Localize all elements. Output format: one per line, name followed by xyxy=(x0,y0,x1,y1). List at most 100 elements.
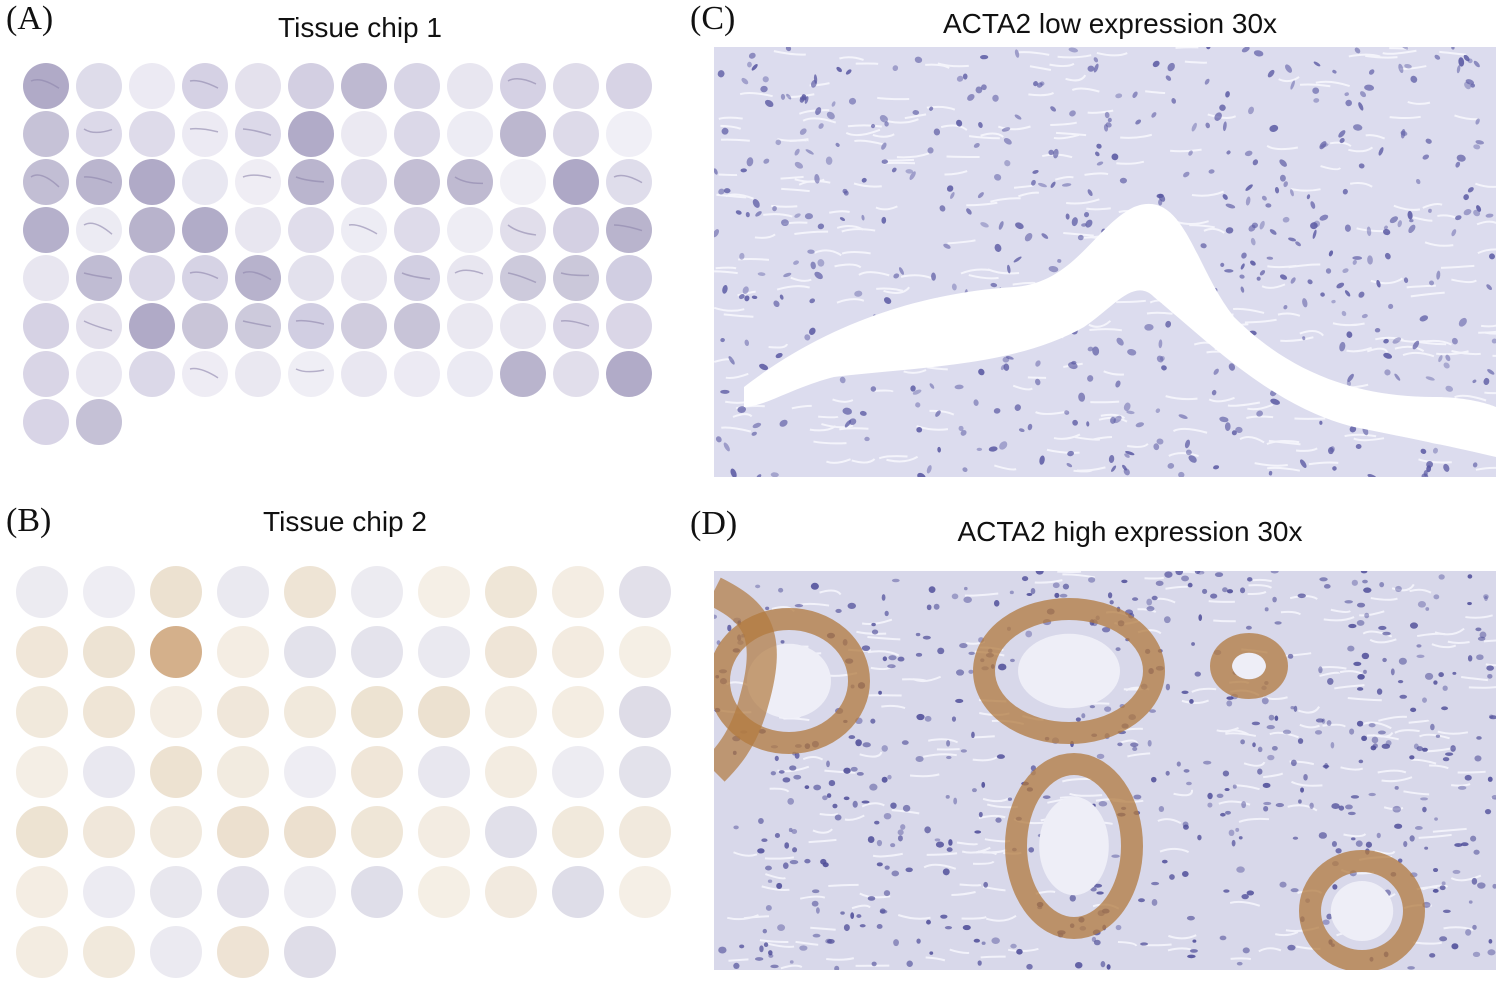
fiber xyxy=(858,271,890,277)
cell-nucleus xyxy=(869,783,878,791)
cell-nucleus xyxy=(810,261,816,270)
cell-nucleus xyxy=(1239,587,1246,594)
fiber xyxy=(1269,731,1299,739)
cell-nucleus xyxy=(1207,802,1213,808)
fiber xyxy=(1268,439,1301,446)
fiber xyxy=(718,173,738,177)
cell-nucleus xyxy=(721,127,729,135)
cell-nucleus xyxy=(1103,124,1109,132)
cell-nucleus xyxy=(733,962,740,970)
vessel-lumen xyxy=(1018,633,1120,709)
tissue-core xyxy=(500,159,546,205)
cell-nucleus xyxy=(893,939,899,947)
cell-nucleus xyxy=(1202,588,1208,594)
cell-nucleus xyxy=(1356,720,1364,727)
cell-nucleus xyxy=(1492,883,1496,889)
tissue-core xyxy=(552,626,604,678)
cell-nucleus xyxy=(728,356,735,365)
fiber xyxy=(1173,789,1194,797)
fiber xyxy=(1375,336,1404,341)
fiber xyxy=(791,404,812,410)
fiber xyxy=(1340,766,1364,771)
fiber xyxy=(1381,776,1413,783)
cell-nucleus xyxy=(1069,110,1076,117)
fiber xyxy=(1421,339,1452,346)
tissue-core xyxy=(553,255,599,301)
cell-nucleus xyxy=(926,919,931,925)
cell-nucleus xyxy=(1266,725,1275,730)
cell-nucleus xyxy=(1350,795,1360,799)
cell-nucleus xyxy=(1338,130,1346,138)
cell-nucleus xyxy=(759,945,764,953)
cell-nucleus xyxy=(1287,944,1296,951)
fiber xyxy=(861,802,885,808)
stained-muscle-band xyxy=(714,577,777,782)
cell-nucleus xyxy=(1318,666,1323,674)
fiber xyxy=(829,210,850,214)
cell-nucleus xyxy=(1048,149,1054,156)
fiber xyxy=(1299,83,1331,88)
cell-nucleus xyxy=(1442,757,1450,762)
cell-nucleus xyxy=(1061,183,1072,187)
cell-nucleus xyxy=(912,110,920,115)
cell-nucleus xyxy=(1176,761,1181,767)
tissue-core xyxy=(150,686,202,738)
cell-nucleus xyxy=(805,149,814,155)
cell-nucleus xyxy=(980,54,989,60)
cell-nucleus xyxy=(946,847,953,852)
cell-nucleus xyxy=(1272,596,1277,603)
tissue-core xyxy=(619,686,671,738)
tissue-core xyxy=(235,159,281,205)
fiber xyxy=(1252,578,1272,583)
fiber xyxy=(856,630,887,635)
cell-nucleus xyxy=(1417,601,1426,608)
cell-nucleus xyxy=(793,260,799,265)
tissue-core xyxy=(500,351,546,397)
cell-nucleus xyxy=(1383,338,1389,344)
cell-nucleus xyxy=(1326,913,1333,920)
cell-nucleus xyxy=(1181,871,1189,878)
fiber xyxy=(937,62,969,68)
tissue-core xyxy=(394,255,440,301)
cell-nucleus xyxy=(1424,672,1434,680)
cell-nucleus xyxy=(1367,255,1373,265)
fiber xyxy=(1439,50,1467,56)
cell-nucleus xyxy=(1248,224,1256,232)
cell-nucleus xyxy=(799,128,807,135)
cell-nucleus xyxy=(1464,81,1471,90)
cell-nucleus xyxy=(1287,653,1294,659)
cell-nucleus xyxy=(1257,746,1263,753)
tissue-core xyxy=(485,866,537,918)
cell-nucleus xyxy=(1283,181,1288,188)
tissue-core xyxy=(418,566,470,618)
fiber xyxy=(809,425,837,432)
fiber xyxy=(851,458,876,464)
cell-nucleus xyxy=(1161,859,1168,864)
cell-nucleus xyxy=(1238,836,1243,840)
cell-nucleus xyxy=(1245,625,1252,630)
cell-nucleus xyxy=(1053,148,1059,159)
cell-nucleus xyxy=(1376,279,1381,288)
cell-nucleus xyxy=(978,121,983,128)
cell-nucleus xyxy=(891,167,897,173)
fiber xyxy=(1411,758,1437,765)
cell-nucleus xyxy=(1158,806,1165,812)
fiber xyxy=(1332,322,1365,327)
cell-nucleus xyxy=(1098,801,1108,807)
cell-nucleus xyxy=(870,386,877,392)
cell-nucleus xyxy=(1132,746,1138,752)
cell-nucleus xyxy=(775,139,782,146)
cell-nucleus xyxy=(1408,224,1416,234)
cell-nucleus xyxy=(1274,715,1279,721)
cell-nucleus xyxy=(891,870,900,877)
cell-nucleus xyxy=(1087,346,1094,352)
cell-nucleus xyxy=(976,447,983,451)
cell-nucleus xyxy=(774,833,781,839)
cell-nucleus xyxy=(1100,961,1106,968)
cell-nucleus xyxy=(861,800,870,804)
fiber xyxy=(771,204,798,208)
cell-nucleus xyxy=(1235,827,1240,832)
cell-nucleus xyxy=(1261,195,1267,201)
cell-nucleus xyxy=(1245,196,1251,206)
cell-nucleus xyxy=(850,912,855,920)
